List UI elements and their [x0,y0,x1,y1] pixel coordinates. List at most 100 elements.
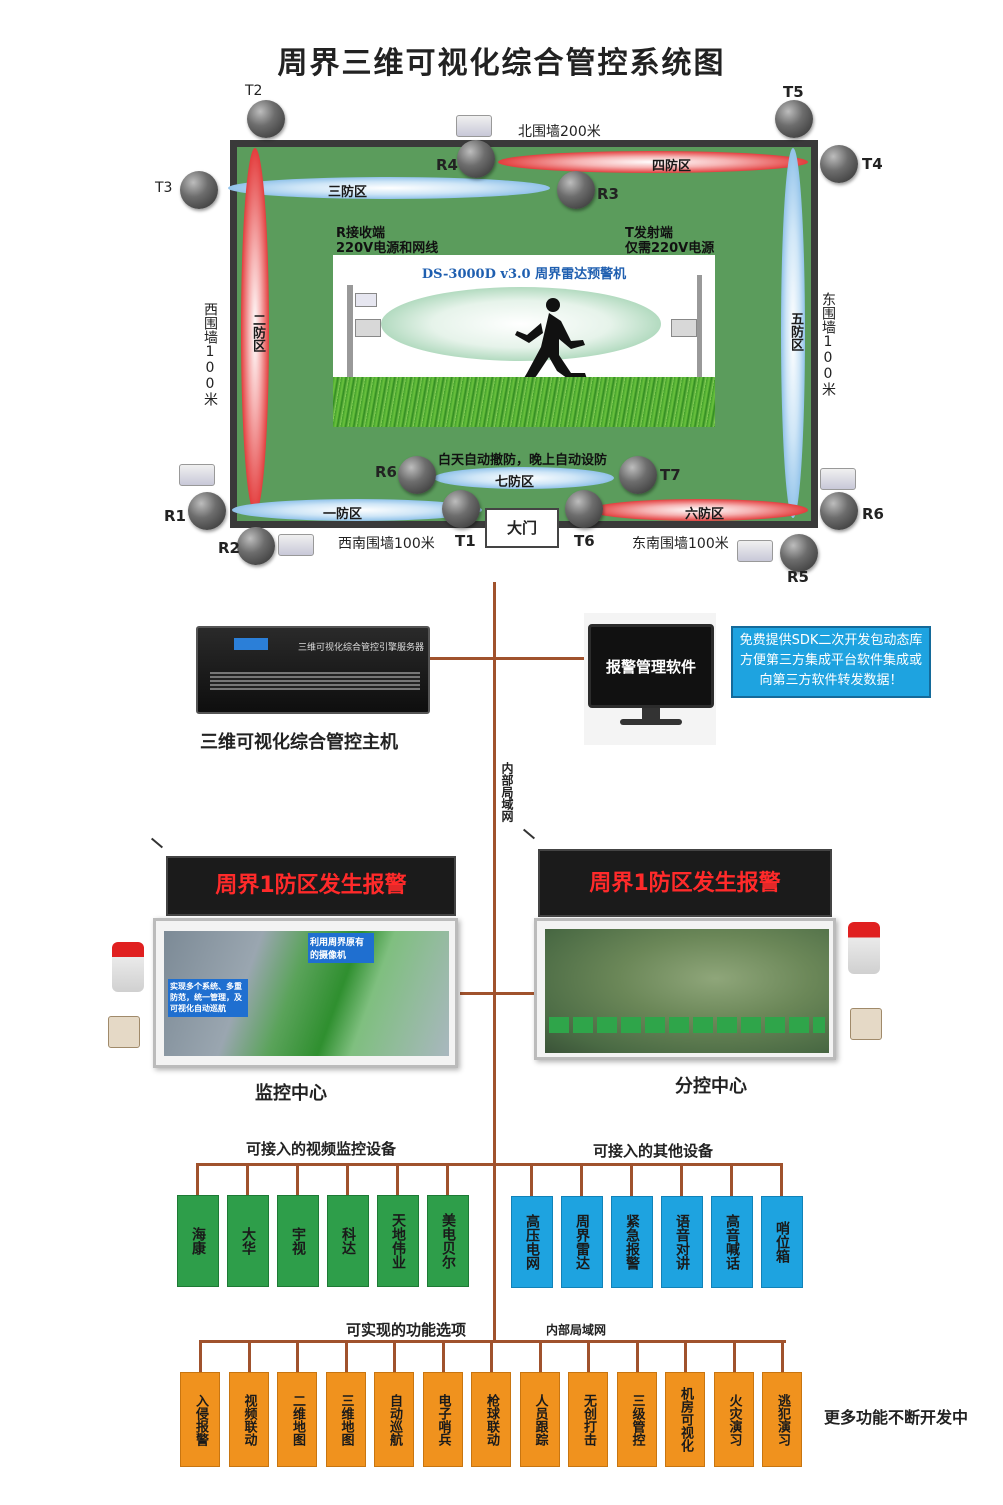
zone-2 [241,148,269,513]
zone-5 [781,148,805,518]
sensor-label-r4: R4 [436,156,458,174]
speaker-icon [355,293,377,307]
function-label: 机房可视化 [678,1387,693,1452]
page-title: 周界三维可视化综合管控系统图 [277,46,726,81]
function-box: 三级管控 [616,1372,657,1467]
zone-7 [434,467,614,489]
video-device-label: 科达 [340,1227,356,1255]
other-device-connector [580,1163,583,1196]
function-connector [587,1340,590,1372]
other-device-label: 语音对讲 [674,1214,690,1270]
function-connector [247,1340,251,1372]
sensor-label-r6-inner: R6 [375,463,397,481]
zone-1-label: 一防区 [323,507,363,522]
other-device-label: 紧急报警 [624,1214,640,1270]
other-device-box: 语音对讲 [661,1196,703,1288]
function-label: 入侵报警 [193,1393,208,1446]
other-device-box: 高音喊话 [711,1196,753,1288]
other-devices-heading: 可接入的其他设备 [593,1142,714,1160]
zone-6-label: 六防区 [685,507,725,522]
video-devices-heading: 可接入的视频监控设备 [246,1140,397,1158]
more-functions-note: 更多功能不断开发中 [824,1408,969,1427]
function-label: 火灾演习 [726,1393,742,1446]
west-wall-label: 西围墙100米 [202,302,218,406]
transmitter-label: T发射端 仅需220V电源 [625,226,715,256]
function-box: 视频联动 [228,1372,269,1467]
video-device-box: 美电贝尔 [427,1195,469,1287]
sensor-icon [780,534,818,572]
video-device-box: 科达 [327,1195,369,1287]
function-label: 三级管控 [629,1393,645,1446]
function-label: 无创打击 [581,1393,596,1446]
runner-icon [515,298,587,397]
other-device-box: 紧急报警 [611,1196,653,1288]
video-device-label: 美电贝尔 [440,1213,456,1269]
sensor-label-t3: T3 [155,180,173,196]
video-bus-line [196,1163,446,1166]
video-device-box: 大华 [227,1195,269,1287]
zone-status-bar [549,1017,825,1033]
function-box: 火灾演习 [713,1372,754,1467]
other-device-label: 哨位箱 [774,1221,790,1263]
sensor-icon [237,527,275,565]
transmitter-device [671,319,697,337]
function-box: 枪球联动 [471,1372,511,1467]
video-bus-link [446,1163,496,1166]
functions-heading: 可实现的功能选项 [346,1321,467,1339]
east-wall-label: 东围墙100米 [820,292,836,396]
sensor-label-r5: R5 [787,568,809,586]
zone-7-label: 七防区 [495,475,535,490]
function-label: 二维地图 [290,1393,305,1446]
function-connector [441,1340,445,1372]
monitor-center-label: 监控中心 [255,1083,327,1104]
radar-beam [381,287,661,361]
sensor-icon [820,145,858,183]
other-device-connector [780,1163,783,1196]
function-label: 枪球联动 [484,1393,499,1446]
radar-product-name: DS-3000D v3.0 周界雷达预警机 [421,267,627,282]
function-label: 逃犯演习 [775,1393,790,1446]
functions-lan-label: 内部局域网 [546,1323,607,1337]
function-label: 自动巡航 [387,1393,402,1446]
function-box: 入侵报警 [180,1372,220,1467]
sensor-label-r2: R2 [218,539,240,557]
video-device-connector [246,1163,249,1195]
host-label: 三维可视化综合管控主机 [200,732,398,753]
sensor-icon [457,140,495,178]
function-connector [732,1340,736,1372]
emergency-button-icon [108,1016,140,1048]
sensor-icon [398,456,436,494]
other-device-connector [530,1163,533,1196]
grass [333,377,715,427]
sensor-icon [442,490,480,528]
southwest-wall-label: 西南围墙100米 [338,536,435,552]
other-device-label: 高音喊话 [724,1214,740,1270]
function-label: 人员跟踪 [532,1393,548,1446]
receiver-device [355,319,381,337]
alarm-software-label: 报警管理软件 [605,657,696,676]
server-icon: 三维可视化综合管控引擎服务器 [196,626,430,714]
video-device-label: 海康 [190,1227,206,1255]
server-panel-text: 三维可视化综合管控引擎服务器 [298,643,425,653]
led-alarm-display-right: 周界1防区发生报警 [538,849,832,917]
function-connector [684,1340,687,1372]
video-device-box: 海康 [177,1195,219,1287]
radar-illustration: DS-3000D v3.0 周界雷达预警机 [333,255,715,427]
other-device-connector [730,1163,733,1196]
functions-bus-line [200,1340,786,1343]
video-device-connector [196,1163,199,1195]
sensor-icon [180,171,218,209]
sensor-label-r6: R6 [862,505,884,523]
video-device-box: 天地伟业 [377,1195,419,1287]
sensor-icon [247,100,285,138]
emergency-button-icon [850,1008,882,1040]
zone-4 [498,151,808,173]
sub-center-screen [534,918,836,1060]
receiver-pole [347,285,353,395]
video-device-connector [296,1163,299,1195]
receiver-label: R接收端 220V电源和网线 [336,226,439,256]
monitor-center-screen: 利用周界原有的摄像机 实现多个系统、多重防范，统一管理，及可视化自动巡航 [153,918,458,1068]
function-label: 电子哨兵 [435,1393,451,1446]
other-bus-line [496,1163,782,1166]
antenna [150,837,164,849]
